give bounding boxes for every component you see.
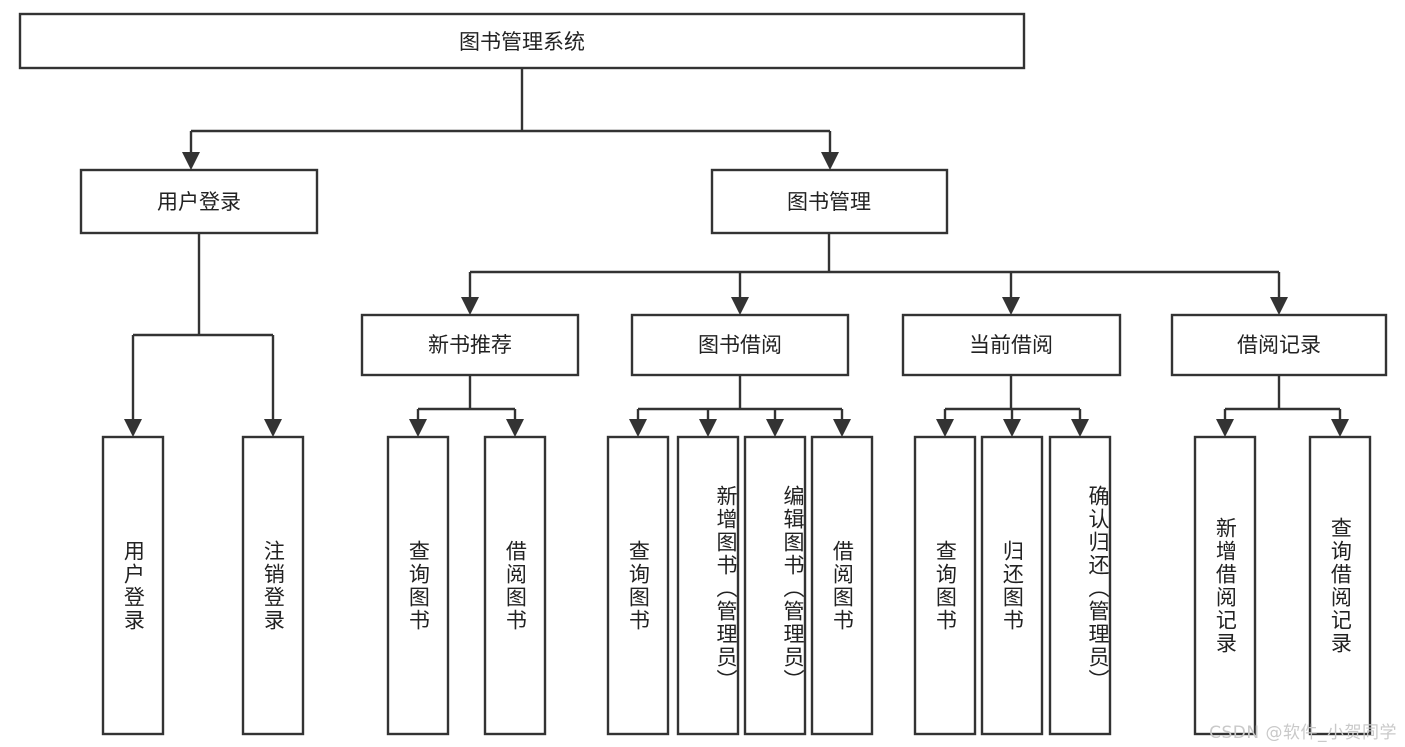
- node-book-manage-label: 图书管理: [787, 190, 871, 214]
- node-borrow-record-label: 借阅记录: [1237, 333, 1321, 357]
- node-current-borrow[interactable]: 当前借阅: [901, 313, 1122, 377]
- node-book-manage[interactable]: 图书管理: [710, 168, 949, 235]
- connector-current-borrow-to-leaves: [936, 375, 1089, 437]
- csdn-watermark: CSDN @软件_小贺同学: [1209, 723, 1397, 743]
- node-new-book-rec[interactable]: 新书推荐: [360, 313, 580, 377]
- leaf-borrow-book-1[interactable]: [483, 435, 547, 736]
- node-borrow-record[interactable]: 借阅记录: [1170, 313, 1388, 377]
- leaf-return-book[interactable]: [980, 435, 1044, 736]
- leaf-add-book[interactable]: [676, 435, 740, 736]
- node-user-login[interactable]: 用户登录: [79, 168, 319, 235]
- leaf-query-book-3[interactable]: [913, 435, 977, 736]
- connector-book-manage-to-level3: [461, 233, 1288, 315]
- connector-user-login-to-leaves: [124, 233, 282, 437]
- leaf-query-book-1[interactable]: [386, 435, 450, 736]
- leaf-user-login[interactable]: [101, 435, 165, 736]
- connector-book-borrow-to-leaves: [629, 375, 851, 437]
- leaf-confirm-return[interactable]: [1048, 435, 1112, 736]
- node-root[interactable]: 图书管理系统: [18, 12, 1026, 70]
- node-user-login-label: 用户登录: [157, 190, 241, 214]
- leaf-nodes: [101, 435, 1372, 736]
- leaf-query-book-2[interactable]: [606, 435, 670, 736]
- leaf-query-record[interactable]: [1308, 435, 1372, 736]
- connector-root-to-level2: [182, 68, 839, 170]
- leaf-borrow-book-2[interactable]: [810, 435, 874, 736]
- leaf-add-record[interactable]: [1193, 435, 1257, 736]
- node-root-label: 图书管理系统: [459, 30, 585, 54]
- node-current-borrow-label: 当前借阅: [969, 333, 1053, 357]
- leaf-logout[interactable]: [241, 435, 305, 736]
- leaf-edit-book[interactable]: [743, 435, 807, 736]
- node-new-book-rec-label: 新书推荐: [428, 333, 512, 357]
- connector-borrow-record-to-leaves: [1216, 375, 1349, 437]
- connector-new-book-rec-to-leaves: [409, 375, 524, 437]
- node-book-borrow[interactable]: 图书借阅: [630, 313, 850, 377]
- node-book-borrow-label: 图书借阅: [698, 333, 782, 357]
